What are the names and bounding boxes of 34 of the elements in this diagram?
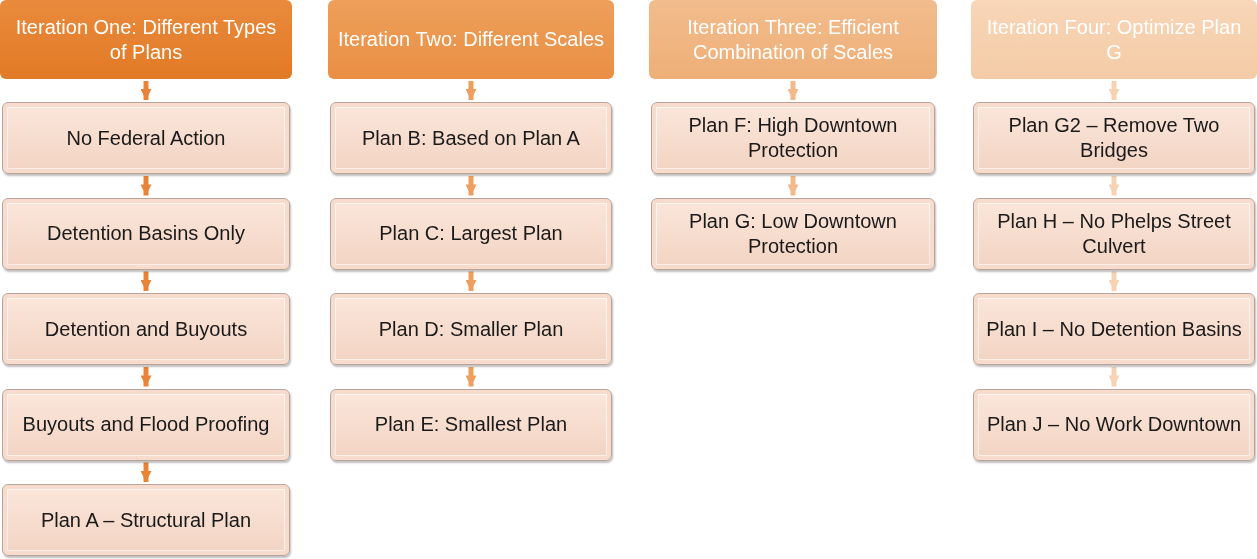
plan-box: Detention and Buyouts xyxy=(2,293,290,365)
arrow xyxy=(787,81,799,100)
plan-box: Buyouts and Flood Proofing xyxy=(2,388,290,461)
arrow xyxy=(140,81,152,100)
arrow xyxy=(140,367,152,387)
arrow xyxy=(140,176,152,196)
plan-box: Plan J – No Work Downtown xyxy=(973,388,1255,461)
plan-box: Plan H – No Phelps Street Culvert xyxy=(973,197,1255,270)
arrow xyxy=(465,271,477,291)
plan-box: Plan C: Largest Plan xyxy=(330,197,612,270)
plan-box: Detention Basins Only xyxy=(2,197,290,270)
plan-box: Plan B: Based on Plan A xyxy=(330,102,612,174)
arrow xyxy=(1108,367,1120,387)
plan-box: Plan A – Structural Plan xyxy=(2,484,290,556)
plan-box: Plan E: Smallest Plan xyxy=(330,388,612,461)
arrow xyxy=(140,271,152,291)
plan-box: Plan F: High Downtown Protection xyxy=(651,102,935,174)
iteration-header: Iteration Three: Efficient Combination of Scales xyxy=(649,0,937,79)
plan-box: No Federal Action xyxy=(2,102,290,174)
arrow xyxy=(465,81,477,100)
iteration-header: Iteration One: Different Types of Plans xyxy=(0,0,292,79)
arrow xyxy=(465,176,477,196)
arrow xyxy=(1108,271,1120,291)
iteration-header: Iteration Four: Optimize Plan G xyxy=(971,0,1257,79)
plan-box: Plan G2 – Remove Two Bridges xyxy=(973,102,1255,174)
plan-box: Plan G: Low Downtown Protection xyxy=(651,197,935,270)
plan-box: Plan I – No Detention Basins xyxy=(973,293,1255,365)
arrow xyxy=(1108,81,1120,100)
arrow xyxy=(465,367,477,387)
arrow xyxy=(140,462,152,482)
arrow xyxy=(1108,176,1120,196)
plan-box: Plan D: Smaller Plan xyxy=(330,293,612,365)
arrow xyxy=(787,176,799,196)
iteration-header: Iteration Two: Different Scales xyxy=(328,0,614,79)
